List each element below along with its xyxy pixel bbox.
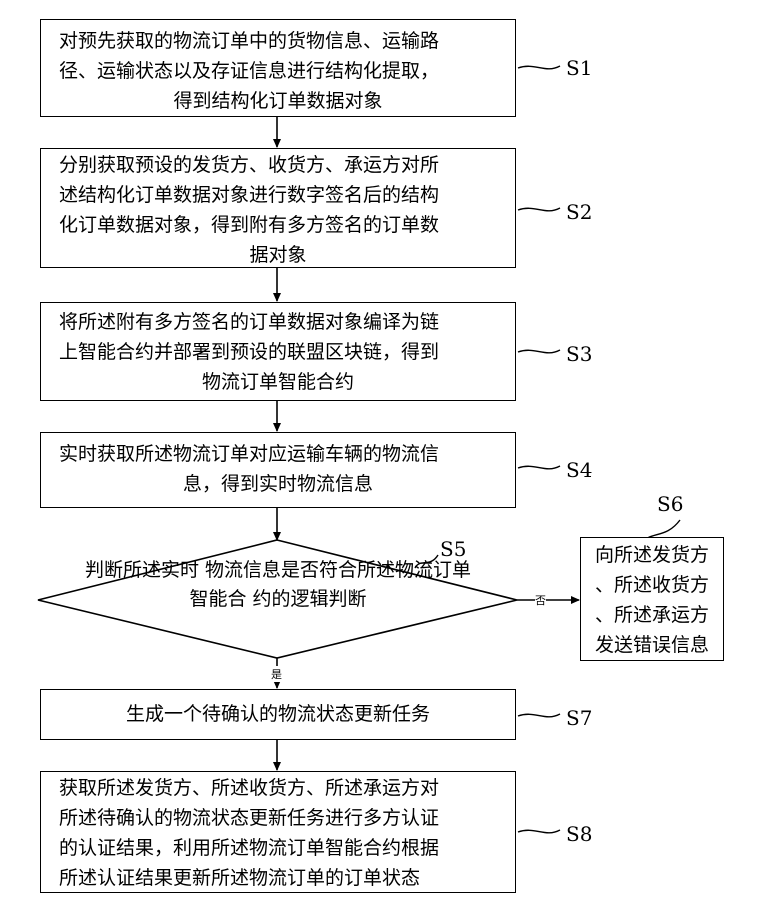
step-s4-line-2: 息，得到实时物流信息 bbox=[59, 469, 497, 499]
step-s2-line-2: 述结构化订单数据对象进行数字签名后的结构 bbox=[59, 180, 497, 210]
step-s8-line-3: 的认证结果，利用所述物流订单智能合约根据 bbox=[59, 833, 497, 863]
step-s7-box: 生成一个待确认的物流状态更新任务 bbox=[40, 689, 516, 740]
step-s8-line-1: 获取所述发货方、所述收货方、所述承运方对 bbox=[59, 773, 497, 803]
step-s6-line-4: 发送错误信息 bbox=[587, 630, 717, 660]
step-s1-label: S1 bbox=[566, 56, 592, 80]
leader-s1 bbox=[518, 66, 560, 69]
step-s1-line-2: 径、运输状态以及存证信息进行结构化提取， bbox=[59, 56, 497, 86]
leader-s7 bbox=[518, 714, 560, 717]
step-s4-label: S4 bbox=[566, 458, 592, 482]
step-s7-label: S7 bbox=[566, 706, 592, 730]
step-s6-line-1: 向所述发货方 bbox=[587, 540, 717, 570]
step-s1-line-3: 得到结构化订单数据对象 bbox=[59, 86, 497, 116]
step-s2-line-1: 分别获取预设的发货方、收货方、承运方对所 bbox=[59, 150, 497, 180]
step-s3-box: 将所述附有多方签名的订单数据对象编译为链 上智能合约并部署到预设的联盟区块链，得… bbox=[40, 302, 516, 401]
step-s5-text: 判断所述实时 物流信息是否符合所述物流订单智能合 约的逻辑判断 bbox=[78, 556, 478, 614]
step-s6-label: S6 bbox=[657, 492, 683, 516]
leader-s8 bbox=[518, 830, 560, 833]
leader-s4 bbox=[518, 466, 560, 469]
step-s8-box: 获取所述发货方、所述收货方、所述承运方对 所述待确认的物流状态更新任务进行多方认… bbox=[40, 771, 516, 893]
step-s2-box: 分别获取预设的发货方、收货方、承运方对所 述结构化订单数据对象进行数字签名后的结… bbox=[40, 148, 516, 268]
step-s2-label: S2 bbox=[566, 200, 592, 224]
step-s3-label: S3 bbox=[566, 342, 592, 366]
step-s2-line-4: 据对象 bbox=[59, 240, 497, 270]
step-s1-box: 对预先获取的物流订单中的货物信息、运输路 径、运输状态以及存证信息进行结构化提取… bbox=[40, 19, 516, 117]
step-s8-label: S8 bbox=[566, 822, 592, 846]
step-s5-line-3: 约的逻辑判断 bbox=[253, 588, 367, 610]
leader-s3 bbox=[518, 350, 560, 353]
branch-no-label: 否 bbox=[535, 592, 546, 608]
branch-yes-label: 是 bbox=[271, 666, 282, 682]
step-s2-line-3: 化订单数据对象，得到附有多方签名的订单数 bbox=[59, 210, 497, 240]
step-s4-box: 实时获取所述物流订单对应运输车辆的物流信 息，得到实时物流信息 bbox=[40, 432, 516, 508]
step-s3-line-2: 上智能合约并部署到预设的联盟区块链，得到 bbox=[59, 337, 497, 367]
step-s8-line-4: 所述认证结果更新所述物流订单的订单状态 bbox=[59, 863, 497, 893]
step-s3-line-3: 物流订单智能合约 bbox=[59, 367, 497, 397]
step-s3-line-1: 将所述附有多方签名的订单数据对象编译为链 bbox=[59, 307, 497, 337]
step-s1-line-1: 对预先获取的物流订单中的货物信息、运输路 bbox=[59, 26, 497, 56]
leader-s2 bbox=[518, 208, 560, 211]
step-s5-label: S5 bbox=[440, 537, 466, 561]
step-s7-line-1: 生成一个待确认的物流状态更新任务 bbox=[59, 699, 497, 729]
step-s6-line-3: 、所述承运方 bbox=[587, 600, 717, 630]
step-s5-line-1: 判断所述实时 bbox=[85, 559, 199, 581]
step-s4-line-1: 实时获取所述物流订单对应运输车辆的物流信 bbox=[59, 439, 497, 469]
step-s8-line-2: 所述待确认的物流状态更新任务进行多方认证 bbox=[59, 803, 497, 833]
step-s6-box: 向所述发货方 、所述收货方 、所述承运方 发送错误信息 bbox=[580, 537, 724, 661]
step-s6-line-2: 、所述收货方 bbox=[587, 570, 717, 600]
